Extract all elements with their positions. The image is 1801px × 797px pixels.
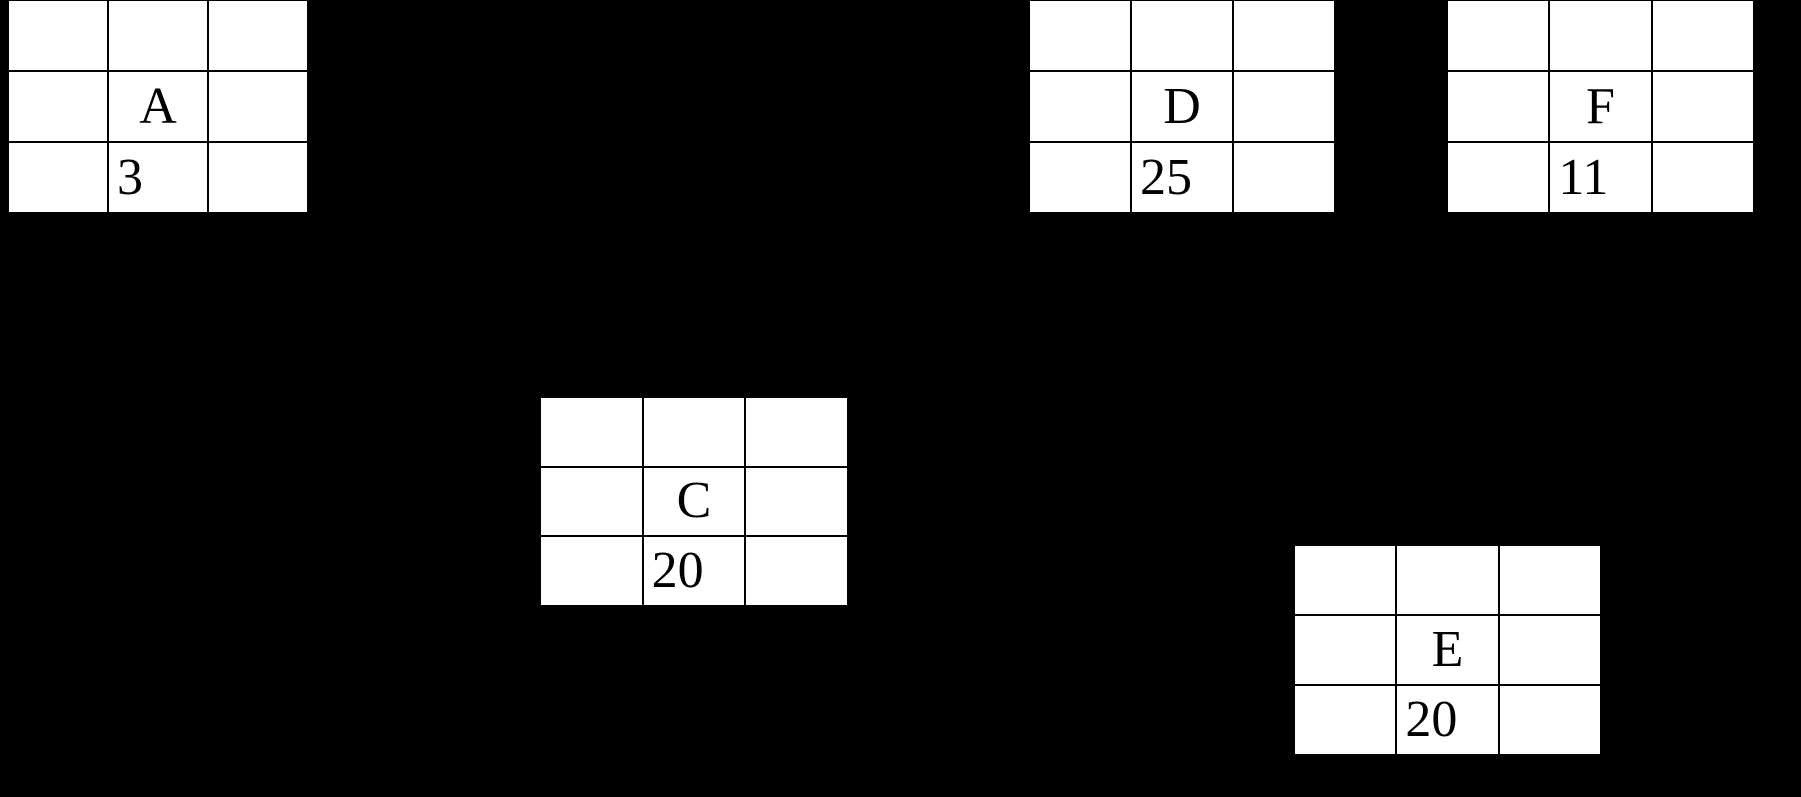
grid-d-value-text: 25 bbox=[1140, 148, 1192, 206]
grid-a-value-text: 3 bbox=[117, 148, 143, 206]
grid-c-empty-cell-r2c3 bbox=[744, 465, 849, 538]
grid-d-label-text: D bbox=[1163, 77, 1201, 135]
grid-f-empty-cell-r3c1 bbox=[1446, 141, 1551, 214]
grid-c-label-cell: C bbox=[641, 465, 747, 538]
grid-a-empty-cell-r2c3 bbox=[207, 70, 309, 143]
grid-f-empty-cell-r1c3 bbox=[1650, 0, 1755, 72]
grid-e-empty-cell-r1c2 bbox=[1395, 544, 1500, 616]
grid-e-empty-cell-r1c3 bbox=[1497, 544, 1602, 616]
grid-f-label-cell: F bbox=[1548, 70, 1653, 143]
grid-e-empty-cell-r3c1 bbox=[1293, 684, 1398, 756]
grid-e-label-text: E bbox=[1431, 621, 1464, 678]
grid-f-empty-cell-r1c2 bbox=[1548, 0, 1653, 72]
grid-f: F 11 bbox=[1444, 0, 1757, 216]
grid-f-empty-cell-r2c1 bbox=[1446, 70, 1551, 143]
grid-c-value-text: 20 bbox=[651, 542, 704, 600]
grid-d: D 25 bbox=[1026, 0, 1338, 216]
grid-e-empty-cell-r2c1 bbox=[1293, 614, 1398, 686]
grid-c-empty-cell-r2c1 bbox=[539, 465, 644, 538]
grid-e-empty-cell-r3c3 bbox=[1497, 684, 1602, 756]
grid-d-empty-cell-r1c3 bbox=[1232, 0, 1336, 72]
grid-d-empty-cell-r3c3 bbox=[1232, 141, 1336, 214]
grid-a-label-cell: A bbox=[107, 70, 209, 143]
grid-a-label-text: A bbox=[139, 77, 177, 135]
grid-e-empty-cell-r2c3 bbox=[1497, 614, 1602, 686]
grid-e-value-cell: 20 bbox=[1395, 684, 1500, 756]
grid-f-empty-cell-r2c3 bbox=[1650, 70, 1755, 143]
grid-c-empty-cell-r3c1 bbox=[539, 535, 644, 607]
grid-a-empty-cell-r2c1 bbox=[7, 70, 109, 143]
grid-d-empty-cell-r2c3 bbox=[1232, 70, 1336, 143]
grid-d-value-cell: 25 bbox=[1130, 141, 1234, 214]
grid-a-empty-cell-r1c1 bbox=[7, 0, 109, 72]
grid-e: E 20 bbox=[1291, 542, 1604, 758]
grid-c-empty-cell-r1c1 bbox=[539, 396, 644, 468]
grid-d-empty-cell-r3c1 bbox=[1028, 141, 1132, 214]
grid-d-empty-cell-r1c2 bbox=[1130, 0, 1234, 72]
grid-f-label-text: F bbox=[1586, 77, 1615, 135]
grid-f-value-text: 11 bbox=[1558, 148, 1609, 206]
grid-e-value-text: 20 bbox=[1405, 691, 1458, 748]
grid-f-value-cell: 11 bbox=[1548, 141, 1653, 214]
grid-c-empty-cell-r3c3 bbox=[744, 535, 849, 607]
grid-e-empty-cell-r1c1 bbox=[1293, 544, 1398, 616]
grid-a-empty-cell-r3c1 bbox=[7, 141, 109, 214]
grid-f-empty-cell-r3c3 bbox=[1650, 141, 1755, 214]
grid-a-empty-cell-r1c2 bbox=[107, 0, 209, 72]
grid-c: C 20 bbox=[537, 394, 851, 609]
grid-c-empty-cell-r1c3 bbox=[744, 396, 849, 468]
grid-d-label-cell: D bbox=[1130, 70, 1234, 143]
grid-d-empty-cell-r1c1 bbox=[1028, 0, 1132, 72]
grid-c-label-text: C bbox=[676, 472, 712, 530]
grid-c-empty-cell-r1c2 bbox=[641, 396, 747, 468]
grid-c-value-cell: 20 bbox=[641, 535, 747, 607]
grid-e-label-cell: E bbox=[1395, 614, 1500, 686]
grid-d-empty-cell-r2c1 bbox=[1028, 70, 1132, 143]
grid-f-empty-cell-r1c1 bbox=[1446, 0, 1551, 72]
grid-a-empty-cell-r1c3 bbox=[207, 0, 309, 72]
grid-a-empty-cell-r3c3 bbox=[207, 141, 309, 214]
grid-a-value-cell: 3 bbox=[107, 141, 209, 214]
